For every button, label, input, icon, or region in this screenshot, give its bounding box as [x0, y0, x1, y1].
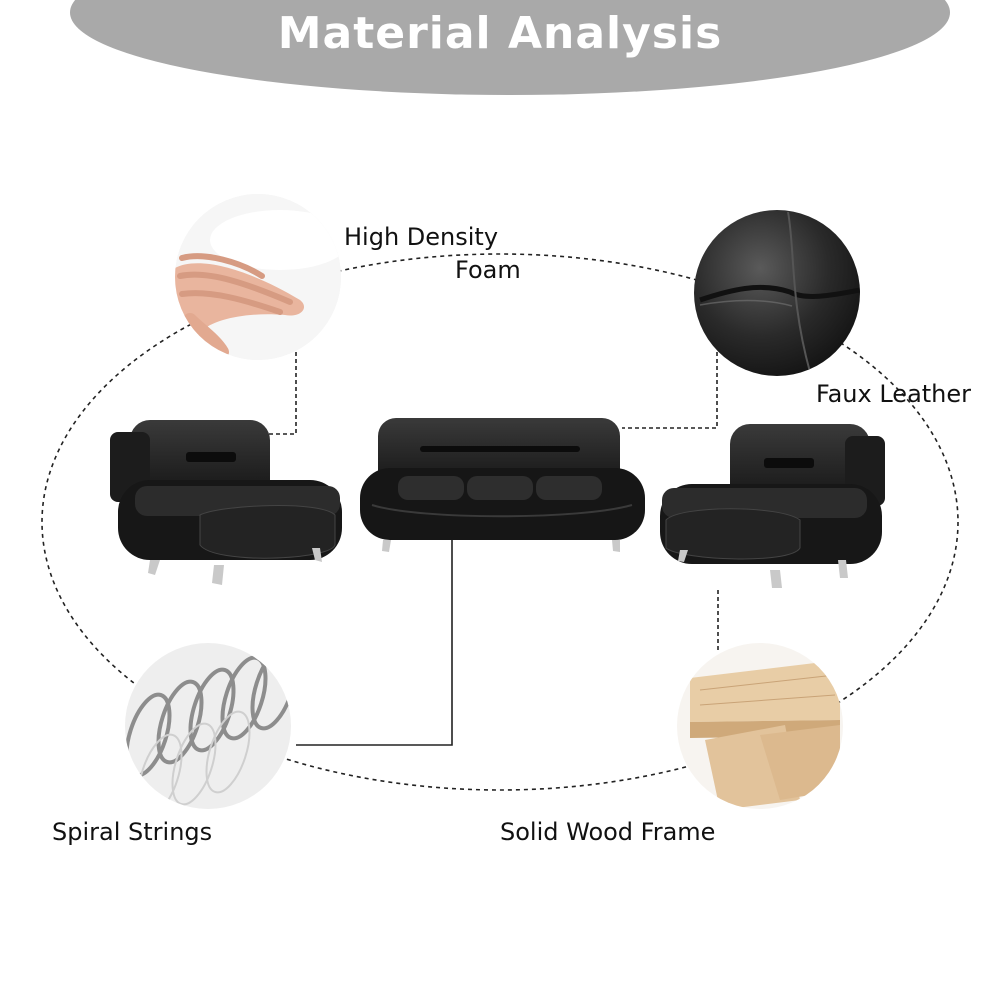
leather-label: Faux Leather — [816, 380, 972, 408]
wood-label: Solid Wood Frame — [500, 818, 716, 846]
spring-label: Spiral Strings — [52, 818, 213, 846]
foam-icon — [175, 194, 341, 360]
connector-lines — [262, 352, 719, 746]
page-title: Material Analysis — [277, 8, 723, 59]
dashed-ellipse — [41, 253, 959, 791]
leather-icon — [694, 210, 860, 376]
sofa — [360, 418, 645, 552]
right-armchair — [660, 424, 885, 588]
wood-icon — [677, 643, 843, 809]
spring-icon — [125, 643, 291, 809]
foam-label-line2: Foam — [455, 256, 521, 284]
foam-label-line1: High Density — [344, 223, 499, 251]
left-armchair — [110, 420, 342, 585]
